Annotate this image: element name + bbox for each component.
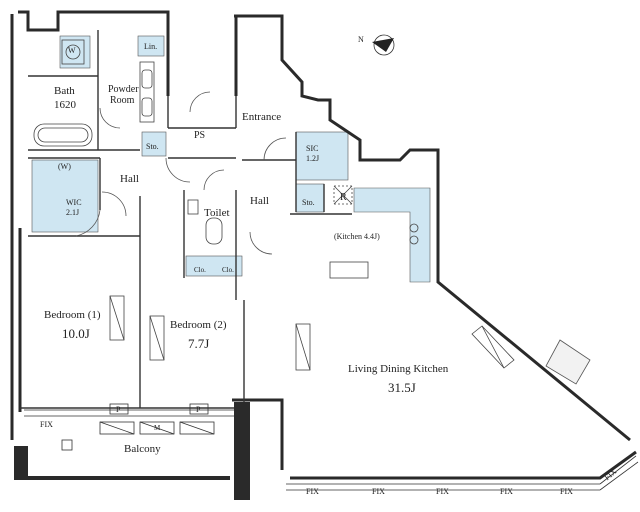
ldk-label: Living Dining Kitchen — [348, 363, 449, 375]
fix-bottom-1: FIX — [306, 487, 319, 496]
sic-label: SIC — [306, 144, 319, 153]
closet-area — [185, 255, 243, 277]
washer — [61, 39, 85, 65]
powder-room-label-2: Room — [110, 95, 135, 106]
blue-storage-areas — [31, 35, 431, 283]
fix-bottom-4: FIX — [500, 487, 513, 496]
powder-room-label: Powder — [108, 84, 139, 95]
kitchen-storage-area — [353, 187, 431, 283]
ldk-furniture-1 — [295, 323, 311, 371]
wic-label: WIC — [66, 198, 82, 207]
window-lines — [24, 409, 639, 491]
storage-hall-label: Sto. — [146, 142, 159, 151]
storage-entry-area — [295, 183, 325, 213]
balcony-label: Balcony — [124, 443, 161, 455]
balcony-edge — [14, 402, 250, 500]
bath-label: Bath — [54, 85, 75, 97]
kitchen-island — [329, 261, 369, 279]
linen-area — [137, 35, 165, 57]
bedroom-2-size: 7.7J — [188, 336, 210, 351]
wic-area — [31, 159, 99, 233]
toilet-label: Toilet — [204, 207, 230, 219]
north-arrow — [372, 34, 395, 56]
ps-label: PS — [194, 130, 206, 141]
exterior-column — [545, 339, 591, 385]
w-mark-label: (W) — [58, 162, 71, 171]
bedroom-1-label: Bedroom (1) — [44, 309, 101, 321]
fix-bottom-5: FIX — [560, 487, 573, 496]
walls — [10, 10, 637, 480]
closet-2-label: Clo. — [222, 266, 234, 274]
fix-balcony-label: FIX — [40, 420, 53, 429]
kitchen-label: (Kitchen 4.4J) — [334, 232, 380, 241]
fix-bottom-3: FIX — [436, 487, 449, 496]
p2-label: P — [196, 405, 201, 414]
entrance-label: Entrance — [242, 111, 282, 123]
closet-1-label: Clo. — [194, 266, 206, 274]
vanity — [139, 61, 155, 123]
refrigerator-label: R — [340, 192, 347, 203]
hall-left-label: Hall — [120, 173, 139, 185]
furniture — [109, 295, 515, 371]
ldk-size: 31.5J — [388, 380, 416, 395]
doors — [75, 91, 287, 255]
bed-2 — [149, 315, 165, 361]
wic-size: 2.1J — [66, 208, 80, 217]
sic-area — [295, 131, 349, 181]
hall-right-label: Hall — [250, 195, 269, 207]
bathtub — [33, 123, 93, 147]
bath-size: 1620 — [54, 99, 76, 111]
storage-entry-label: Sto. — [302, 198, 315, 207]
bedroom-1-size: 10.0J — [62, 326, 90, 341]
linen-label: Lin. — [144, 42, 158, 51]
toilet-bowl — [205, 217, 223, 245]
sic-size: 1.2J — [306, 154, 320, 163]
fixtures — [33, 39, 419, 279]
stove — [409, 223, 419, 233]
north-label: N — [358, 35, 364, 44]
m-label: M — [154, 424, 161, 432]
washer-area — [59, 35, 91, 69]
bed-1 — [109, 295, 125, 341]
fix-bottom-2: FIX — [372, 487, 385, 496]
bedroom-2-label: Bedroom (2) — [170, 319, 227, 331]
storage-hall-area — [141, 131, 167, 157]
balcony-units — [61, 403, 215, 451]
washer-label: W — [68, 46, 76, 55]
interior-walls — [20, 30, 352, 409]
p1-label: P — [116, 405, 121, 414]
